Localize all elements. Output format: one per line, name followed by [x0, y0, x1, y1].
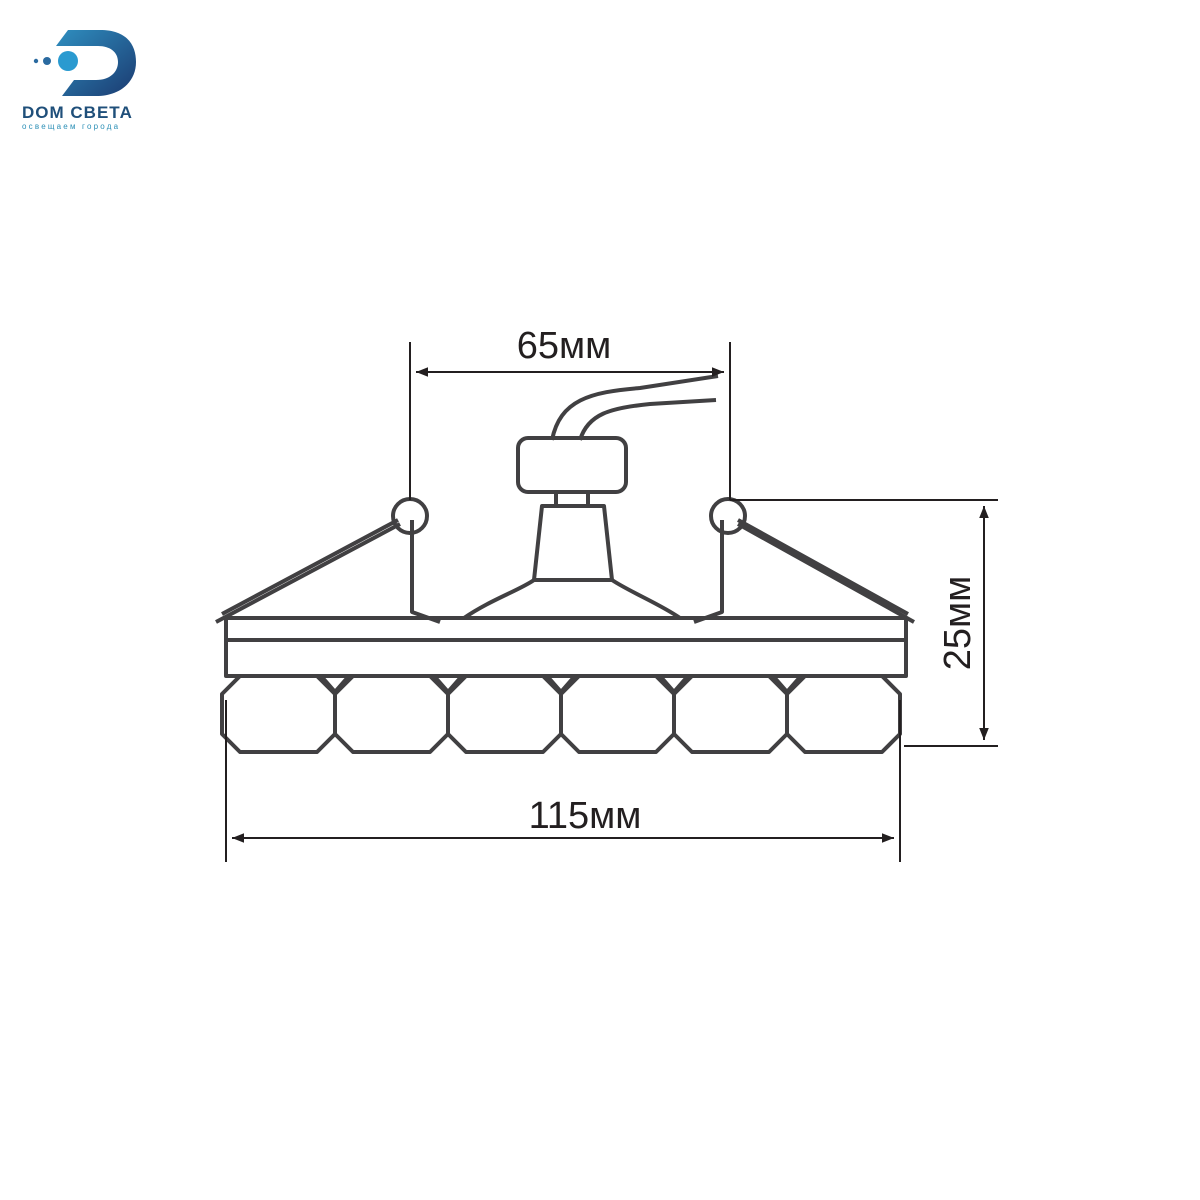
- wire: [578, 398, 717, 441]
- crystal-joint: [319, 674, 351, 694]
- rim: [224, 616, 908, 678]
- brand-logo: [20, 20, 160, 132]
- spring-left: [215, 518, 441, 624]
- d-letter-logo-icon: [33, 30, 136, 96]
- dome: [462, 578, 682, 620]
- crystal: [333, 674, 450, 754]
- crystal-row: [220, 674, 902, 754]
- brand-tagline: освещаем города: [22, 122, 121, 131]
- label-65mm: 65мм: [517, 325, 612, 367]
- dimension-25: [730, 499, 998, 747]
- crystal: [672, 674, 789, 754]
- spring-ring-right: [709, 497, 747, 535]
- lamp-outline: [215, 374, 915, 678]
- crystal: [220, 674, 337, 754]
- socket-body: [532, 504, 614, 582]
- connector-block: [516, 436, 628, 494]
- connector-neck: [554, 490, 590, 508]
- spring-right: [693, 518, 915, 624]
- label-25mm: 25мм: [937, 576, 979, 671]
- crystal-joint: [545, 674, 577, 694]
- crystal: [559, 674, 676, 754]
- crystal-joint: [658, 674, 690, 694]
- dimension-65: [409, 342, 731, 500]
- crystal-joint: [771, 674, 803, 694]
- crystal: [446, 674, 563, 754]
- brand-name: DOM СВЕТА: [22, 103, 133, 122]
- crystal: [785, 674, 902, 754]
- crystal-joint: [432, 674, 464, 694]
- label-115mm: 115мм: [529, 795, 642, 837]
- wire: [550, 374, 719, 441]
- dimension-115: [225, 700, 901, 862]
